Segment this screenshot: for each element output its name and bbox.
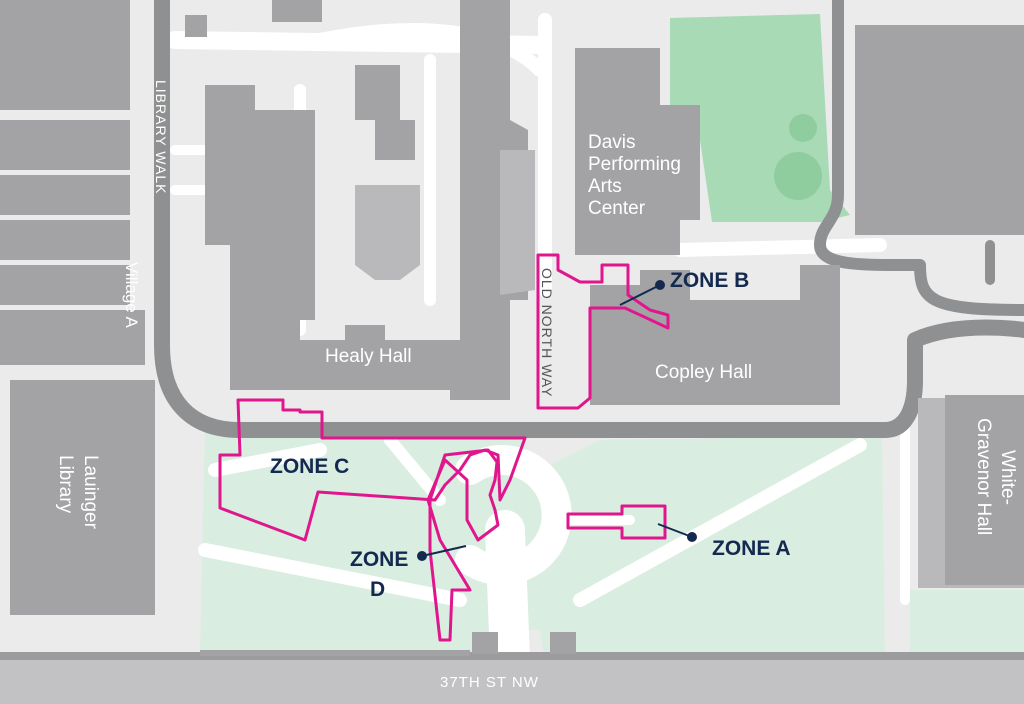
label-davis-2: Performing bbox=[588, 154, 681, 175]
bld-nw-4 bbox=[0, 220, 130, 260]
bld-37th-gate-1 bbox=[472, 632, 498, 654]
label-zone-d-2[interactable]: D bbox=[370, 578, 385, 601]
bld-nw-5 bbox=[0, 265, 130, 305]
label-library-walk: LIBRARY WALK bbox=[153, 80, 169, 194]
path-quad-b bbox=[208, 443, 327, 477]
zone-b-leader bbox=[619, 284, 661, 306]
building-labels: Davis Performing Arts Center Healy Hall … bbox=[55, 132, 1018, 535]
label-copley-hall: Copley Hall bbox=[655, 362, 752, 383]
label-37th-st: 37TH ST NW bbox=[440, 674, 539, 691]
zone-b-outline bbox=[536, 253, 670, 410]
bld-37th-wall bbox=[200, 650, 470, 656]
bld-nw-6 bbox=[0, 310, 145, 365]
bld-lauinger bbox=[10, 380, 155, 615]
label-zone-c[interactable]: ZONE C bbox=[270, 455, 349, 478]
label-old-north-way: OLD NORTH WAY bbox=[539, 268, 555, 397]
bld-old-north bbox=[355, 65, 415, 160]
street-labels: LIBRARY WALK Village A OLD NORTH WAY 37T… bbox=[122, 80, 555, 691]
road-east-loop bbox=[814, 0, 1024, 316]
path-quad-d bbox=[573, 438, 867, 607]
bld-dome bbox=[355, 185, 420, 280]
zone-a-outline bbox=[566, 504, 667, 540]
bld-nw-3 bbox=[0, 175, 130, 215]
lawn-east-strip bbox=[910, 590, 1024, 660]
zone-d-outline bbox=[426, 448, 500, 642]
zone-d-leader bbox=[421, 545, 467, 557]
bld-small-1 bbox=[185, 15, 207, 37]
label-white-gravenor-2: Gravenor Hall bbox=[973, 418, 994, 535]
label-lauinger-1: Lauinger bbox=[80, 455, 101, 530]
label-lauinger-2: Library bbox=[55, 455, 76, 514]
path-quad-a bbox=[198, 543, 467, 607]
bld-northeast bbox=[855, 25, 1024, 235]
bld-small-2 bbox=[272, 0, 322, 22]
label-healy-hall: Healy Hall bbox=[325, 346, 412, 367]
zone-b-dot bbox=[655, 280, 665, 290]
label-white-gravenor-1: White- bbox=[997, 450, 1018, 505]
buildings bbox=[0, 0, 1024, 656]
bld-healy-courtyard bbox=[500, 150, 535, 295]
zone-labels: ZONE B ZONE C ZONE D ZONE A bbox=[270, 269, 791, 601]
bld-nw-2 bbox=[0, 120, 130, 170]
label-davis-3: Arts bbox=[588, 176, 622, 197]
path-east-a bbox=[673, 238, 887, 257]
bld-nw-1 bbox=[0, 0, 130, 110]
road-37th-st bbox=[0, 660, 1024, 704]
bld-copley bbox=[590, 265, 840, 405]
bld-davis bbox=[575, 48, 700, 255]
zone-leaders bbox=[417, 280, 697, 561]
road-library-walk bbox=[154, 0, 1024, 438]
bld-37th-gate-2 bbox=[550, 632, 576, 654]
label-davis-4: Center bbox=[588, 198, 646, 219]
label-zone-a[interactable]: ZONE A bbox=[712, 537, 791, 560]
zone-a-dot bbox=[687, 532, 697, 542]
bld-healy bbox=[230, 0, 528, 400]
path-north-b bbox=[313, 23, 547, 77]
label-zone-b[interactable]: ZONE B bbox=[670, 269, 749, 292]
tree bbox=[789, 114, 817, 142]
bld-white-gravenor bbox=[945, 395, 1024, 585]
zones bbox=[218, 253, 670, 642]
zone-a-leader bbox=[657, 523, 693, 538]
label-davis-1: Davis bbox=[588, 132, 636, 153]
bld-west-wing bbox=[205, 85, 315, 345]
tree bbox=[774, 152, 822, 200]
label-village-a: Village A bbox=[122, 262, 141, 329]
label-zone-d-1[interactable]: ZONE bbox=[350, 548, 408, 571]
sidewalk-37th bbox=[0, 652, 1024, 660]
zone-d-dot bbox=[417, 551, 427, 561]
path-center bbox=[485, 510, 530, 680]
